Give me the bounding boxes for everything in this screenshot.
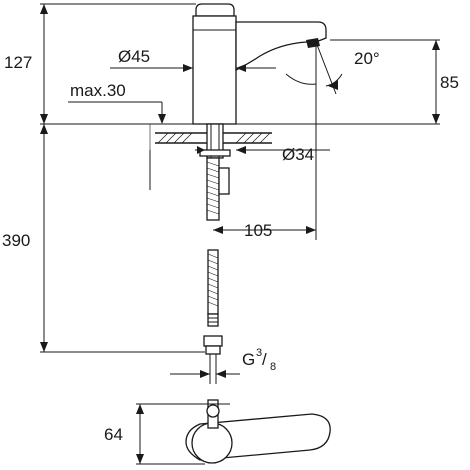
- faucet-elevation: [192, 3, 327, 125]
- label-390: 390: [2, 231, 30, 250]
- label-127: 127: [4, 53, 32, 72]
- dim-thread: [170, 370, 240, 378]
- label-85: 85: [440, 73, 459, 92]
- dim-lines-left: [40, 3, 205, 353]
- label-thread-g: G: [242, 350, 255, 369]
- dim-64: [136, 403, 230, 465]
- dim-max30: [68, 101, 166, 190]
- label-thread-slash: /: [262, 350, 267, 369]
- mounting-assembly: [199, 123, 231, 384]
- label-d45: Ø45: [118, 47, 150, 66]
- faucet-plan-view: [185, 399, 331, 464]
- dim-angle: [285, 41, 343, 100]
- label-d34: Ø34: [282, 145, 314, 164]
- dim-d34: [195, 146, 330, 154]
- label-105: 105: [244, 221, 272, 240]
- hose-lower: [207, 249, 219, 315]
- label-64: 64: [104, 425, 123, 444]
- label-20deg: 20°: [354, 49, 380, 68]
- dim-d45: [110, 64, 276, 72]
- label-thread-den: 8: [270, 361, 276, 373]
- label-thread-num: 3: [256, 347, 262, 359]
- counter-top: [40, 123, 440, 150]
- dim-85: [330, 39, 440, 124]
- label-max30: max.30: [70, 81, 126, 100]
- dim-105: [213, 100, 317, 240]
- hose-upper: [206, 157, 220, 221]
